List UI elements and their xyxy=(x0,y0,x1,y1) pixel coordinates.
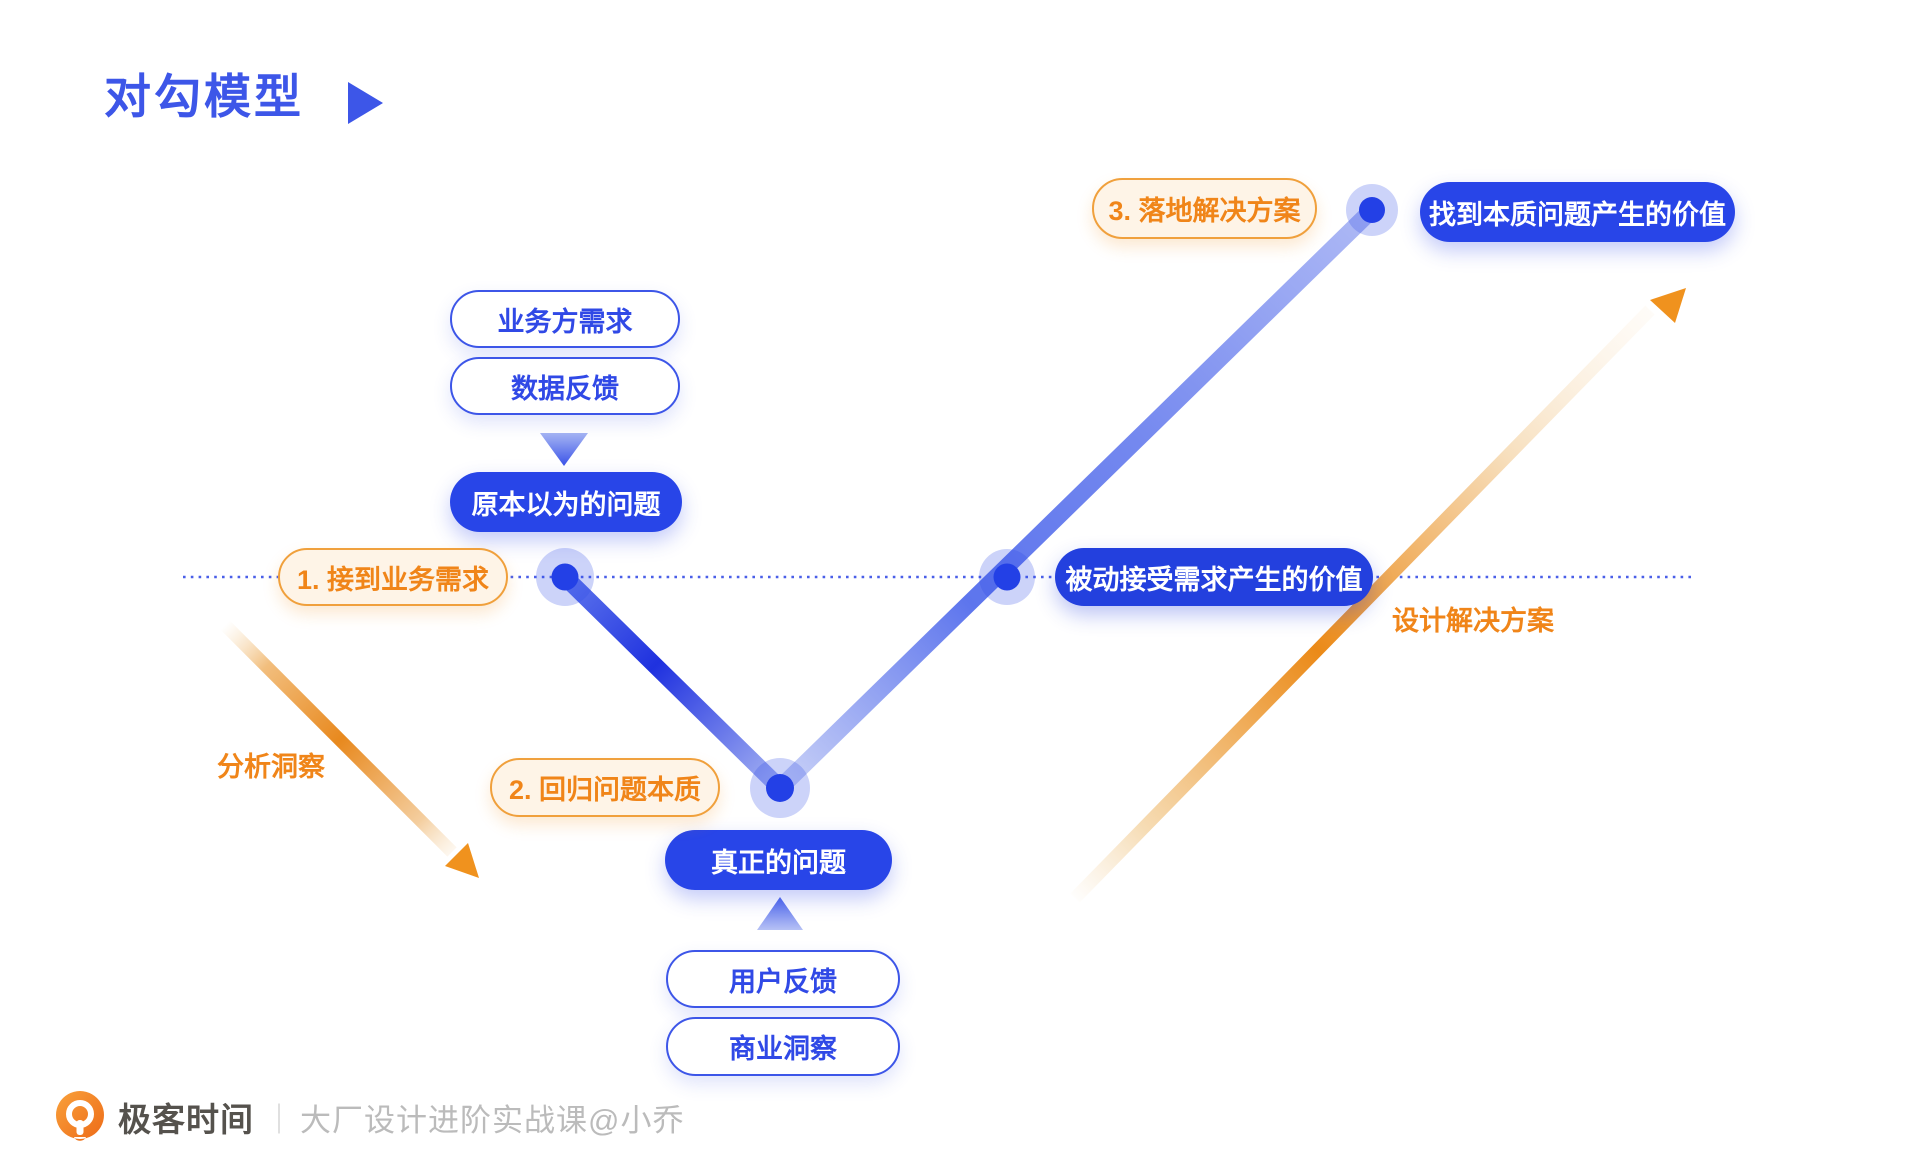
node-2-dot xyxy=(766,774,794,802)
node-3-dot xyxy=(1359,197,1385,223)
pill-data-feedback: 数据反馈 xyxy=(450,357,680,415)
footer: 极客时间 ｜ 大厂设计进阶实战课@小乔 xyxy=(54,1090,684,1144)
node-value-dot xyxy=(993,563,1021,591)
design-solution-line xyxy=(1070,305,1655,903)
arrow-up-right-icon xyxy=(1650,288,1686,323)
pill-assumed-problem: 原本以为的问题 xyxy=(450,472,682,532)
check-line-right xyxy=(771,201,1381,797)
pill-step-2: 2. 回归问题本质 xyxy=(490,758,720,817)
arrow-down-right-icon xyxy=(445,843,479,878)
play-icon xyxy=(348,82,383,124)
geektime-logo-icon xyxy=(55,1091,104,1141)
pill-user-feedback: 用户反馈 xyxy=(666,950,900,1008)
label-design-solution: 设计解决方案 xyxy=(1392,606,1554,636)
pill-business-demand: 业务方需求 xyxy=(450,290,680,348)
pill-business-insight: 商业洞察 xyxy=(666,1017,900,1076)
pill-real-problem: 真正的问题 xyxy=(665,830,892,890)
check-line-left xyxy=(556,568,789,797)
footer-brand: 极客时间 xyxy=(118,1101,254,1138)
page-title: 对勾模型 xyxy=(104,70,304,123)
pill-step-3: 3. 落地解决方案 xyxy=(1092,178,1317,239)
footer-separator: ｜ xyxy=(264,1104,294,1137)
pill-step-1: 1. 接到业务需求 xyxy=(278,548,508,606)
down-arrow-icon xyxy=(540,433,588,466)
footer-course: 大厂设计进阶实战课@小乔 xyxy=(300,1102,685,1138)
up-arrow-icon xyxy=(757,897,803,930)
analyze-insight-line xyxy=(220,620,457,857)
label-analyze-insight: 分析洞察 xyxy=(217,752,325,782)
node-1-dot xyxy=(551,563,579,591)
pill-essential-value: 找到本质问题产生的价值 xyxy=(1420,182,1735,242)
pill-passive-value: 被动接受需求产生的价值 xyxy=(1055,548,1373,606)
